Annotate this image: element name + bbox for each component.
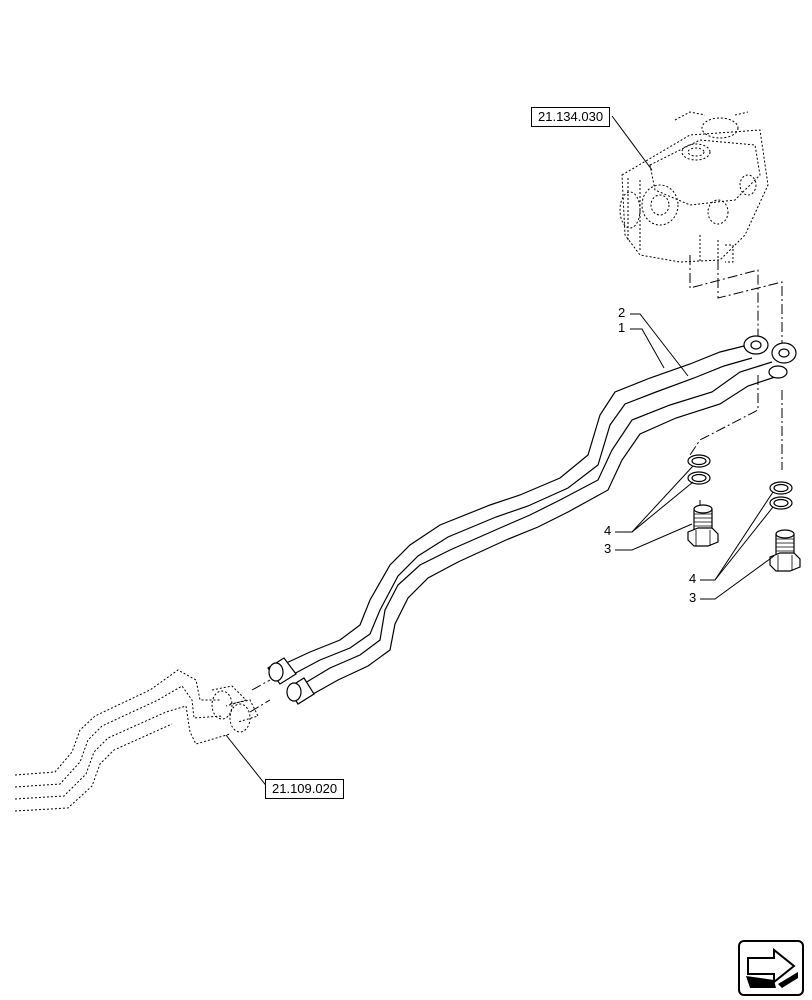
callout-leaders [615, 313, 775, 600]
next-page-arrow-icon[interactable] [738, 940, 804, 996]
banjo-bolt-right [769, 529, 801, 572]
pipe-connection-reference[interactable]: 21.109.020 [265, 779, 345, 799]
o-rings-right [769, 481, 793, 510]
callout-pipe-2: 2 [618, 305, 626, 320]
arrow-glyph-icon [746, 947, 798, 988]
valve-block-reference[interactable]: 21.134.030 [531, 107, 611, 127]
callout-banjo-bolt-left: 3 [604, 541, 612, 556]
pipe-end-nuts-left [267, 657, 315, 705]
callout-o-ring-left: 4 [604, 523, 612, 538]
o-rings-left [687, 454, 711, 485]
pipe-2 [281, 344, 753, 677]
pipe-1 [299, 361, 779, 699]
phantom-pipes-left [14, 669, 259, 812]
banjo-bolt-left [687, 504, 719, 547]
callout-banjo-bolt-right: 3 [689, 590, 697, 605]
valve-leader [611, 115, 653, 171]
valve-block-phantom [619, 111, 769, 263]
pipe-connection-leader [225, 734, 269, 789]
callout-o-ring-right: 4 [689, 571, 697, 586]
center-lines [249, 255, 783, 713]
pipe-end-fittings-right [743, 335, 797, 379]
callout-pipe-1: 1 [618, 320, 626, 335]
